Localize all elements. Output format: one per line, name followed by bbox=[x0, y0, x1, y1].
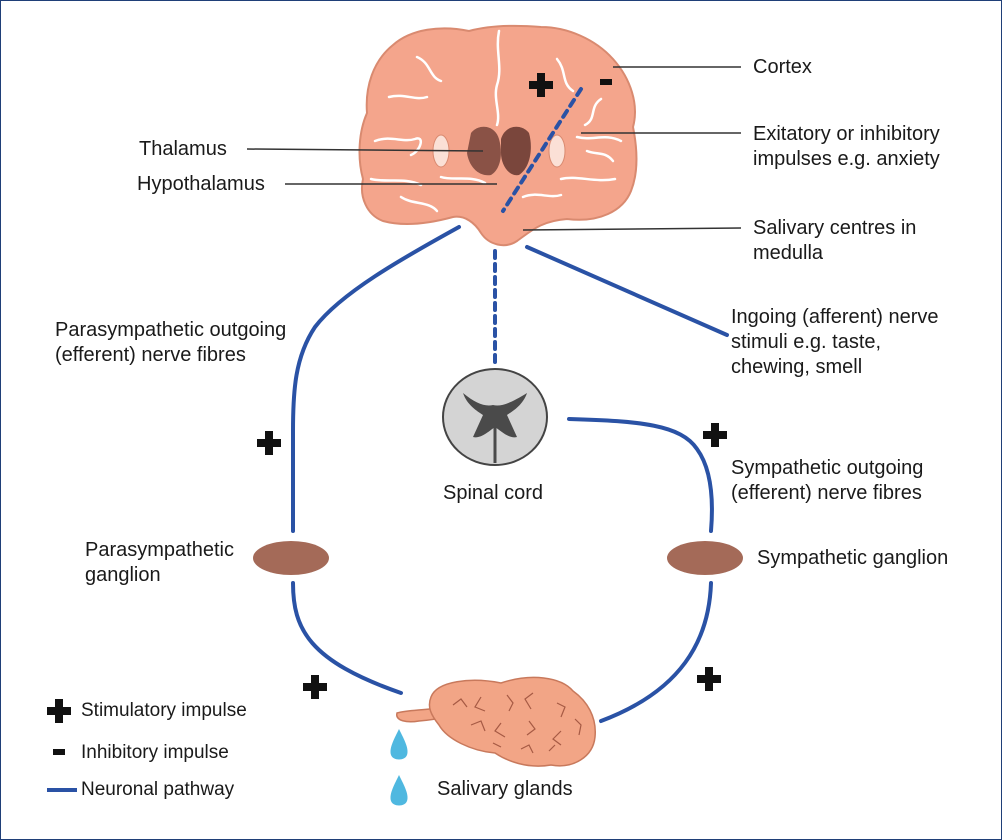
gland-body bbox=[428, 676, 596, 767]
label-sympathetic-ganglion: Sympathetic ganglion bbox=[757, 547, 949, 569]
saliva-droplet-icon bbox=[390, 775, 408, 806]
legend-neuronal-pathway: Neuronal pathway bbox=[81, 779, 235, 800]
sympathetic-postganglionic-pathway bbox=[599, 581, 713, 723]
label-salivary-glands: Salivary glands bbox=[437, 778, 573, 800]
saliva-droplet-icon bbox=[390, 729, 408, 760]
minus-sign-icon bbox=[600, 79, 612, 85]
brain bbox=[358, 24, 638, 247]
parasympathetic-ganglion bbox=[253, 541, 329, 575]
thalamus-shape-right bbox=[501, 126, 531, 176]
afferent-pathway bbox=[525, 245, 729, 337]
label-parasympathetic-outgoing: Parasympathetic outgoing (efferent) nerv… bbox=[55, 319, 287, 366]
sympathetic-ganglion bbox=[667, 541, 743, 575]
label-sympathetic-outgoing: Sympathetic outgoing (efferent) nerve fi… bbox=[731, 457, 924, 504]
plus-sign-icon bbox=[703, 423, 727, 447]
label-hypothalamus: Hypothalamus bbox=[137, 173, 265, 195]
plus-sign-icon bbox=[47, 699, 71, 723]
parasympathetic-efferent-pathway bbox=[291, 225, 461, 533]
medulla-leader bbox=[522, 227, 742, 231]
plus-sign-icon bbox=[257, 431, 281, 455]
sympathetic-efferent-pathway bbox=[567, 417, 714, 533]
label-salivary-centres: Salivary centres in medulla bbox=[753, 217, 917, 264]
parasympathetic-postganglionic-pathway bbox=[291, 581, 403, 695]
label-excitatory-impulses: Exitatory or inhibitory impulses e.g. an… bbox=[753, 123, 940, 170]
leader-lines bbox=[246, 66, 742, 231]
thalamus-leader bbox=[246, 148, 484, 152]
plus-sign-icon bbox=[697, 667, 721, 691]
brain-sulci bbox=[369, 29, 623, 213]
nerve-pathways bbox=[291, 87, 729, 723]
spinal-grey-matter bbox=[463, 393, 527, 438]
label-afferent-stimuli: Ingoing (afferent) nerve stimuli e.g. ta… bbox=[731, 306, 939, 378]
legend-stimulatory: Stimulatory impulse bbox=[81, 700, 247, 721]
label-thalamus: Thalamus bbox=[139, 138, 227, 160]
spinal-cord bbox=[442, 368, 548, 466]
label-spinal-cord: Spinal cord bbox=[443, 482, 544, 504]
impulse-signs bbox=[257, 73, 727, 699]
salivary-glands bbox=[396, 676, 596, 767]
thalamus-shape bbox=[467, 126, 501, 176]
minus-sign-icon bbox=[53, 749, 65, 755]
brain-shape bbox=[358, 24, 638, 247]
plus-sign-icon bbox=[529, 73, 553, 97]
right-ventricle bbox=[548, 134, 566, 168]
legend-symbols bbox=[47, 699, 77, 792]
label-parasympathetic-ganglion: Parasympathetic ganglion bbox=[85, 539, 234, 586]
label-cortex: Cortex bbox=[753, 56, 812, 78]
cortex-medulla-inhibitory-pathway bbox=[501, 87, 583, 213]
plus-sign-icon bbox=[303, 675, 327, 699]
gland-lobules bbox=[452, 692, 582, 754]
legend-inhibitory: Inhibitory impulse bbox=[81, 742, 229, 763]
